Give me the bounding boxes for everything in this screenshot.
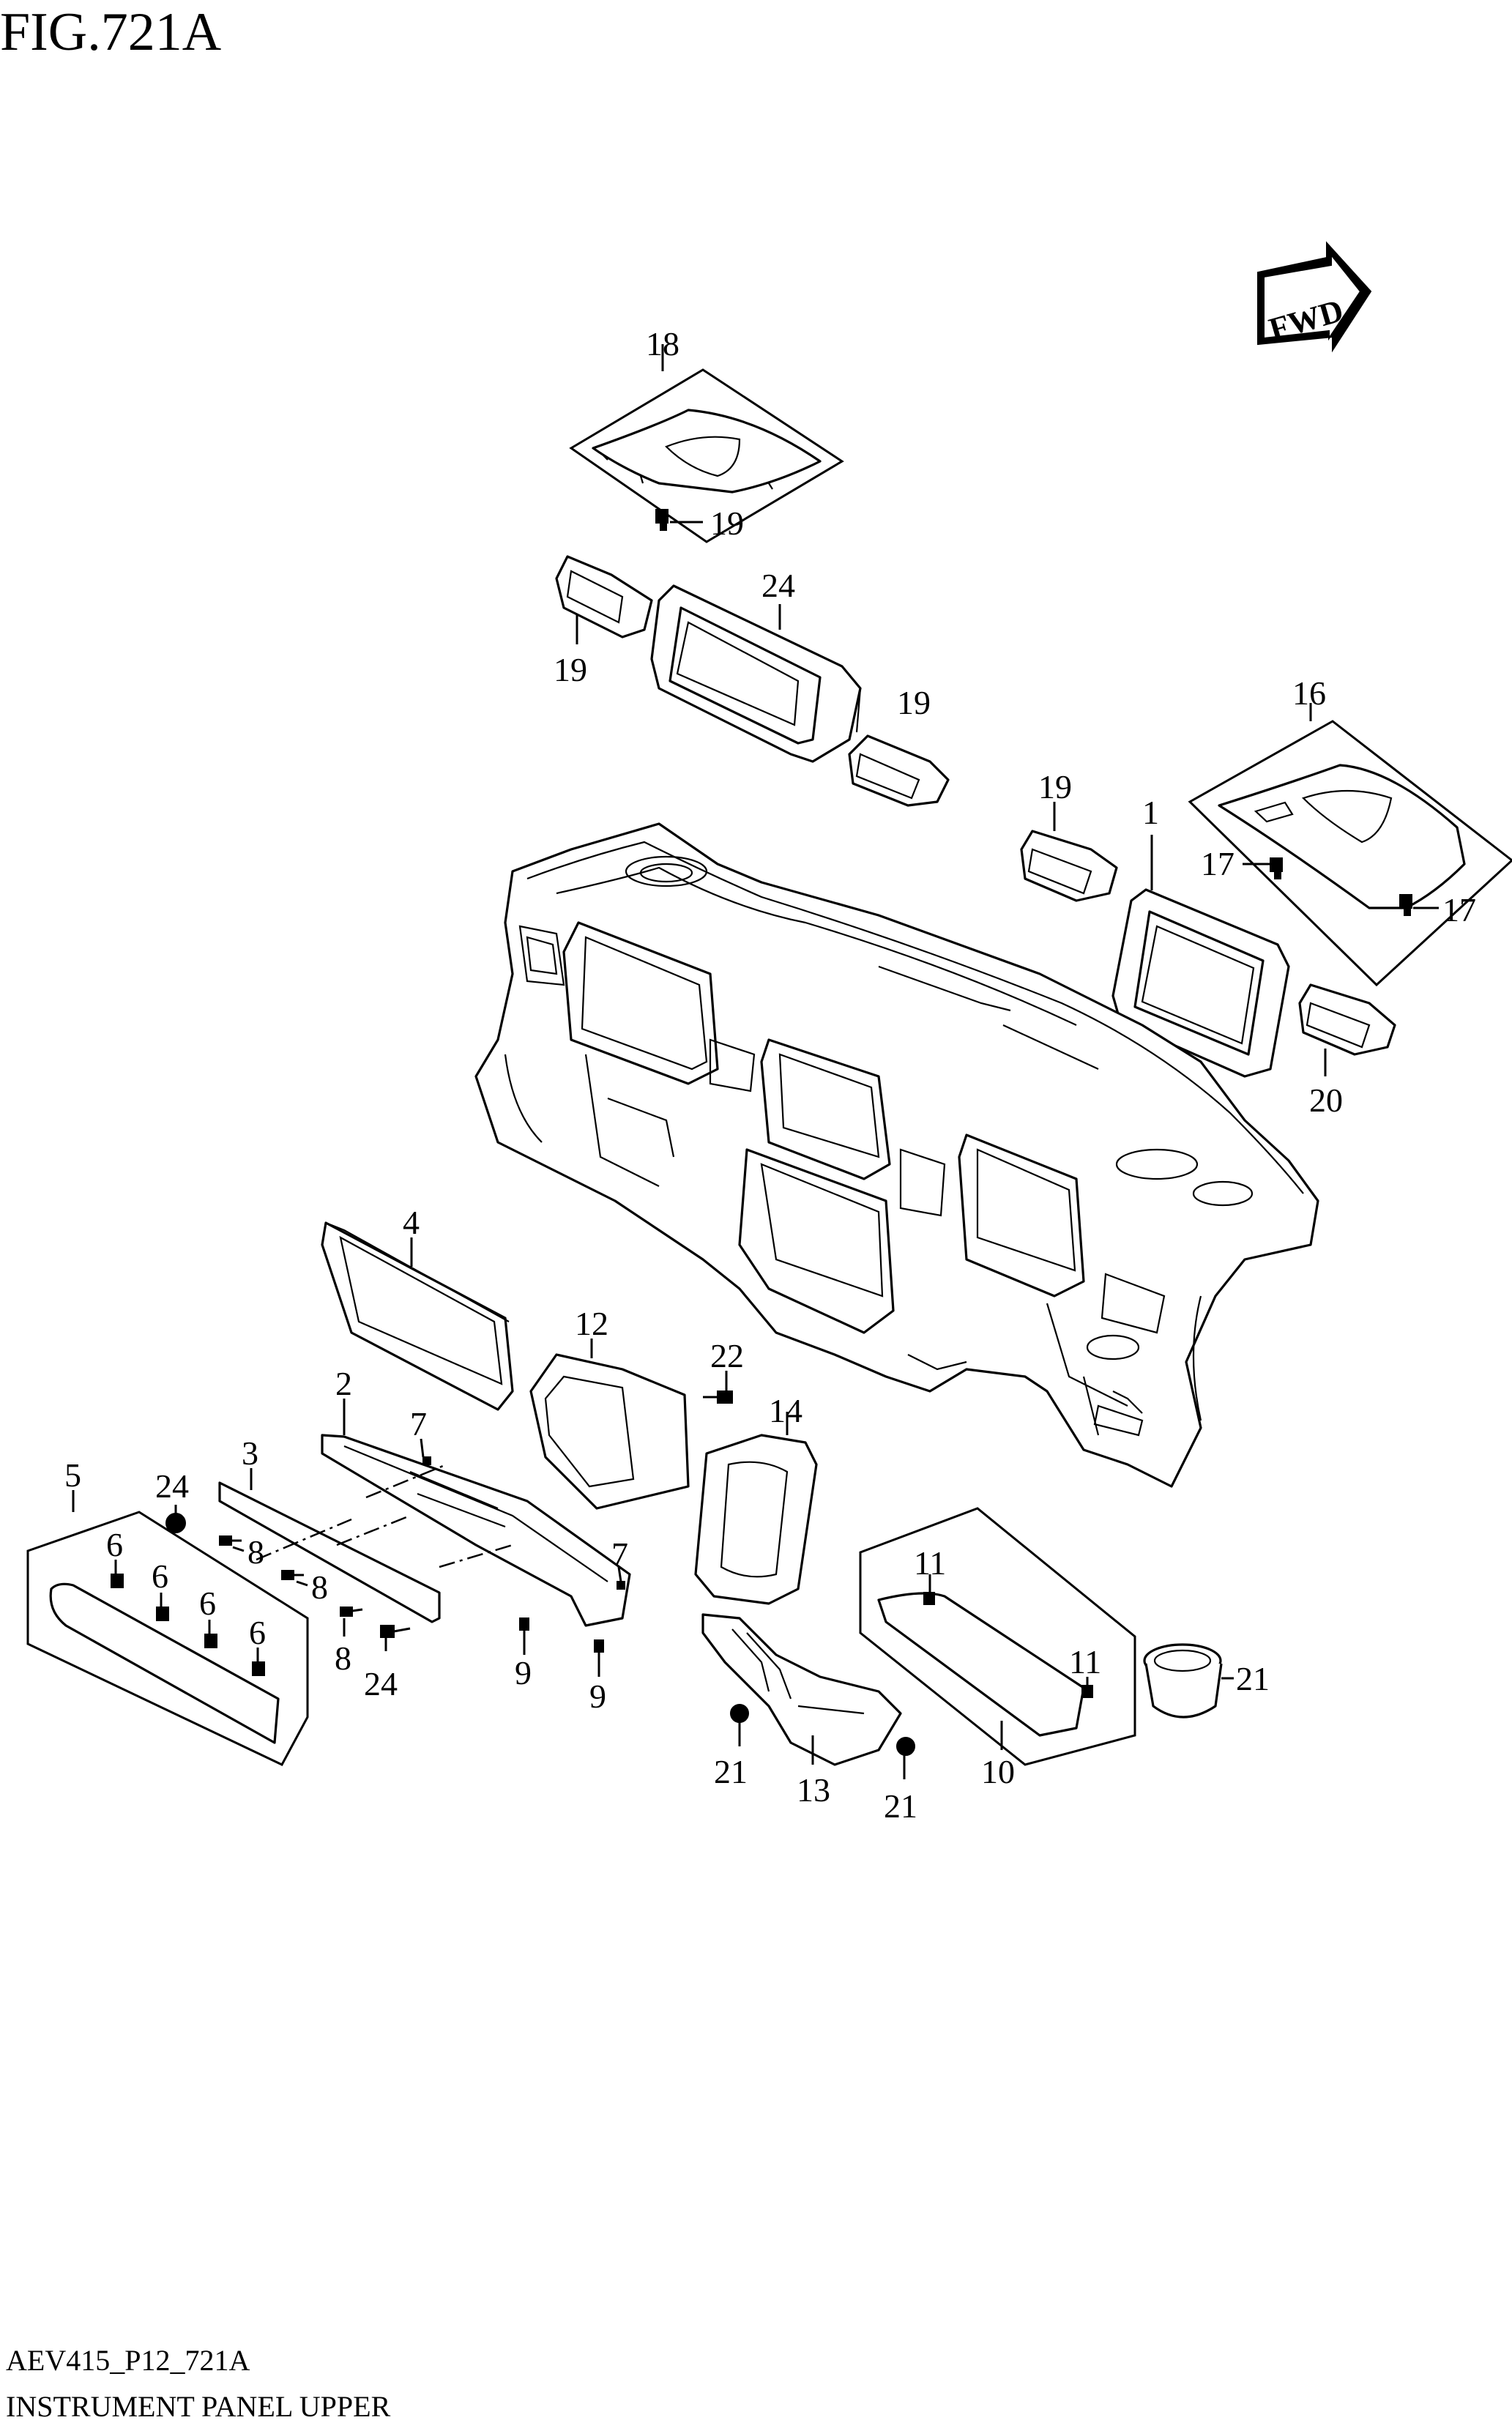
callout-24-b: 24 [364,1665,398,1702]
screw-9-b-icon [594,1639,604,1653]
callout-7-b: 7 [611,1535,628,1573]
clip-18-icon [655,509,669,531]
part-13-bracket [701,1613,902,1766]
callout-19-b: 19 [897,684,931,721]
callout-22: 22 [710,1337,744,1374]
callout-6-d: 6 [249,1614,266,1651]
callout-19-c: 19 [1038,768,1072,805]
screw-6-b-icon [156,1607,169,1621]
callout-21-a: 21 [714,1753,748,1790]
callout-19-d: 20 [1309,1082,1343,1119]
part-1-bezel [1111,888,1290,1078]
vent-19-b [848,734,950,807]
clip-7-a-icon [422,1456,431,1465]
clip-11-a-icon [923,1592,935,1605]
callout-23: 24 [761,567,795,604]
part-4-frame [321,1221,514,1411]
figure-code: AEV415_P12_721A [6,2344,250,2377]
figure-title: FIG.721A [0,2,221,62]
screw-22-icon [703,1391,733,1404]
screw-21-a-icon [730,1704,749,1723]
vent-19-a [555,555,653,639]
callout-15: 16 [1292,674,1326,712]
figure-name: INSTRUMENT PANEL UPPER [6,2390,391,2423]
part-14-bezel [694,1434,818,1605]
callout-14: 14 [769,1392,802,1429]
part-23-bezel [650,584,862,763]
vent-19-c [1020,830,1118,902]
vent-19-d [1298,983,1396,1056]
screw-6-c-icon [204,1634,217,1648]
callout-11-a: 11 [914,1544,946,1582]
screw-6-a-icon [111,1574,124,1588]
callout-4: 4 [403,1204,420,1241]
callout-9-b: 9 [589,1678,606,1715]
callout-24-a: 24 [155,1467,189,1505]
part-2-reinforcement [321,1434,631,1627]
part-12-bezel [529,1353,690,1510]
screw-24-a-icon [165,1513,186,1533]
callout-2: 2 [335,1365,352,1402]
screw-21-b-icon [896,1737,915,1756]
callout-12: 12 [575,1305,608,1342]
screw-8-b-icon [281,1570,304,1580]
clip-16-b-icon [1399,894,1412,916]
callout-20: 21 [1236,1660,1270,1697]
callout-16-b: 17 [1442,891,1476,928]
callout-19-a: 19 [554,651,587,688]
screw-9-a-icon [519,1617,529,1631]
callout-17: 18 [646,325,679,362]
screw-8-c-icon [340,1607,363,1617]
callout-8-b: 8 [311,1568,328,1606]
callout-5: 5 [64,1456,81,1494]
screw-8-a-icon [219,1535,242,1546]
callout-1: 1 [1142,794,1159,831]
clip-11-b-icon [1081,1685,1093,1698]
part-10-box [859,1507,1136,1766]
instrument-panel-main [474,822,1319,1488]
callout-3: 3 [242,1434,258,1472]
part-15-box [1188,720,1512,987]
part-3-bracket [218,1481,441,1623]
callout-8-a: 8 [247,1533,264,1571]
part-5-box [26,1511,309,1766]
callout-16-a: 17 [1201,845,1234,882]
screw-24-b-icon [380,1625,411,1638]
callout-6-c: 6 [199,1585,216,1622]
part-20-cup [1143,1643,1223,1719]
callout-6-a: 6 [106,1526,123,1563]
callout-21-b: 21 [884,1787,917,1825]
callout-11-b: 11 [1069,1643,1101,1680]
callout-10: 10 [981,1753,1015,1790]
clip-7-b-icon [617,1581,625,1590]
callout-13: 13 [797,1771,830,1809]
screw-6-d-icon [252,1661,265,1676]
callout-9-a: 9 [515,1654,532,1691]
callout-6-b: 6 [152,1557,168,1595]
part-17-box [569,368,844,543]
callout-7-a: 7 [410,1405,427,1442]
callout-18: 19 [710,505,744,542]
callout-8-c: 8 [335,1639,351,1677]
fwd-arrow-icon: FWD [1257,241,1372,353]
